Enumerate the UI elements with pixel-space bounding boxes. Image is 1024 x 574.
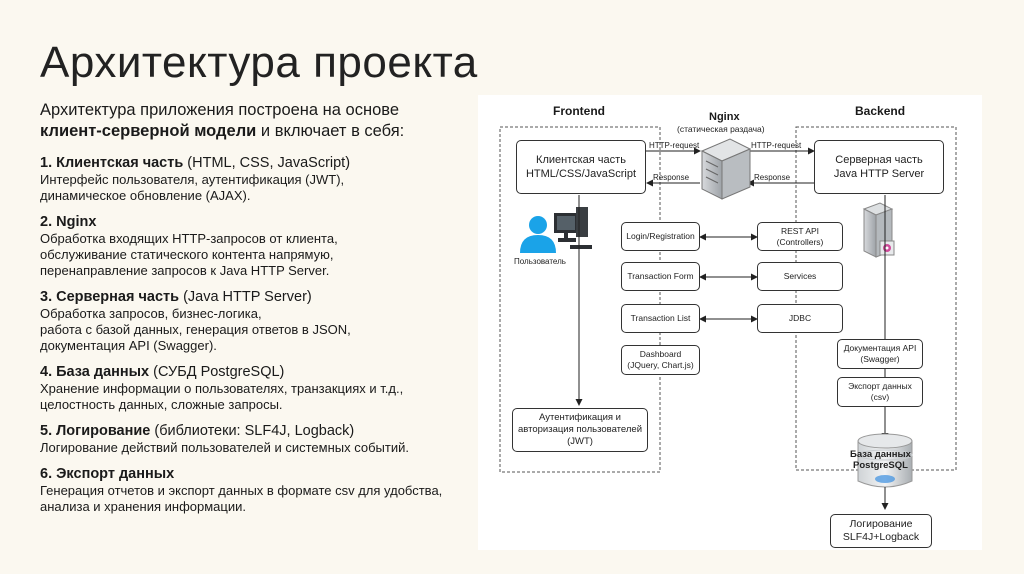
server-box: Серверная часть Java HTTP Server: [814, 140, 944, 194]
intro-line: Архитектура приложения построена на осно…: [40, 101, 400, 119]
section-client: 1. Клиентская часть (HTML, CSS, JavaScri…: [40, 154, 465, 204]
section-nginx: 2. Nginx Обработка входящих HTTP-запросо…: [40, 213, 465, 279]
intro-bold: клиент-серверной модели: [40, 122, 257, 140]
section-heading: 2. Nginx: [40, 214, 97, 230]
frontend-header: Frontend: [553, 104, 605, 118]
section-body: Интерфейс пользователя, аутентификация (…: [40, 172, 345, 203]
diagram-lines: [499, 126, 957, 510]
services-box: Services: [757, 262, 843, 291]
client-box: Клиентская часть HTML/CSS/JavaScript: [516, 140, 646, 194]
frontend-container: [499, 126, 661, 473]
section-logging: 5. Логирование (библиотеки: SLF4J, Logba…: [40, 422, 465, 456]
section-heading-rest: (Java HTTP Server): [179, 289, 312, 305]
response-label-left: Response: [653, 173, 690, 182]
section-heading-rest: (библиотеки: SLF4J, Logback): [150, 423, 355, 439]
dashboard-box: Dashboard (JQuery, Chart.js): [621, 345, 700, 375]
response-label-right: Response: [754, 173, 791, 182]
jdbc-box: JDBC: [757, 304, 843, 333]
nginx-subtitle: (статическая раздача): [677, 124, 765, 134]
section-database: 4. База данных (СУБД PostgreSQL) Хранени…: [40, 363, 465, 413]
section-body: Обработка запросов, бизнес-логика, работ…: [40, 306, 351, 353]
section-body: Обработка входящих HTTP-запросов от клие…: [40, 231, 338, 278]
architecture-diagram: Frontend Backend Nginx (статическая разд…: [478, 95, 982, 550]
http-request-label-right: HTTP-request: [751, 141, 802, 150]
section-export: 6. Экспорт данных Генерация отчетов и эк…: [40, 465, 465, 515]
backend-server-icon: [862, 202, 895, 258]
section-heading: 1. Клиентская часть: [40, 155, 184, 171]
section-body: Генерация отчетов и экспорт данных в фор…: [40, 483, 443, 514]
api-docs-box: Документация API (Swagger): [837, 339, 923, 369]
auth-box: Аутентификация и авторизация пользовател…: [512, 408, 648, 452]
section-heading: 4. База данных: [40, 364, 150, 380]
transaction-list-box: Transaction List: [621, 304, 700, 333]
transaction-form-box: Transaction Form: [621, 262, 700, 291]
intro-text: Архитектура приложения построена на осно…: [40, 100, 465, 142]
section-server: 3. Серверная часть (Java HTTP Server) Об…: [40, 288, 465, 354]
section-heading-rest: (СУБД PostgreSQL): [149, 364, 285, 380]
login-box: Login/Registration: [621, 222, 700, 251]
nginx-server-icon: [700, 138, 752, 200]
backend-header: Backend: [855, 104, 906, 118]
computer-icon: [554, 207, 592, 249]
section-heading: 3. Серверная часть: [40, 289, 180, 305]
intro-rest: и включает в себя:: [256, 122, 405, 140]
section-heading: 5. Логирование: [40, 423, 151, 439]
description-panel: Архитектура приложения построена на осно…: [40, 100, 465, 524]
section-heading: 6. Экспорт данных: [40, 466, 175, 482]
page-title: Архитектура проекта: [40, 38, 478, 87]
section-heading-rest: (HTML, CSS, JavaScript): [183, 155, 351, 171]
logging-box: Логирование SLF4J+Logback: [830, 514, 932, 548]
section-body: Логирование действий пользователей и сис…: [40, 440, 409, 455]
rest-api-box: REST API (Controllers): [757, 222, 843, 251]
http-request-label-left: HTTP-request: [649, 141, 700, 150]
user-icon: [520, 216, 556, 253]
database-label: База данных PostgreSQL: [850, 449, 911, 471]
section-body: Хранение информации о пользователях, тра…: [40, 381, 404, 412]
export-box: Экспорт данных (csv): [837, 377, 923, 407]
user-label: Пользователь: [514, 257, 566, 266]
nginx-header: Nginx: [709, 111, 740, 123]
